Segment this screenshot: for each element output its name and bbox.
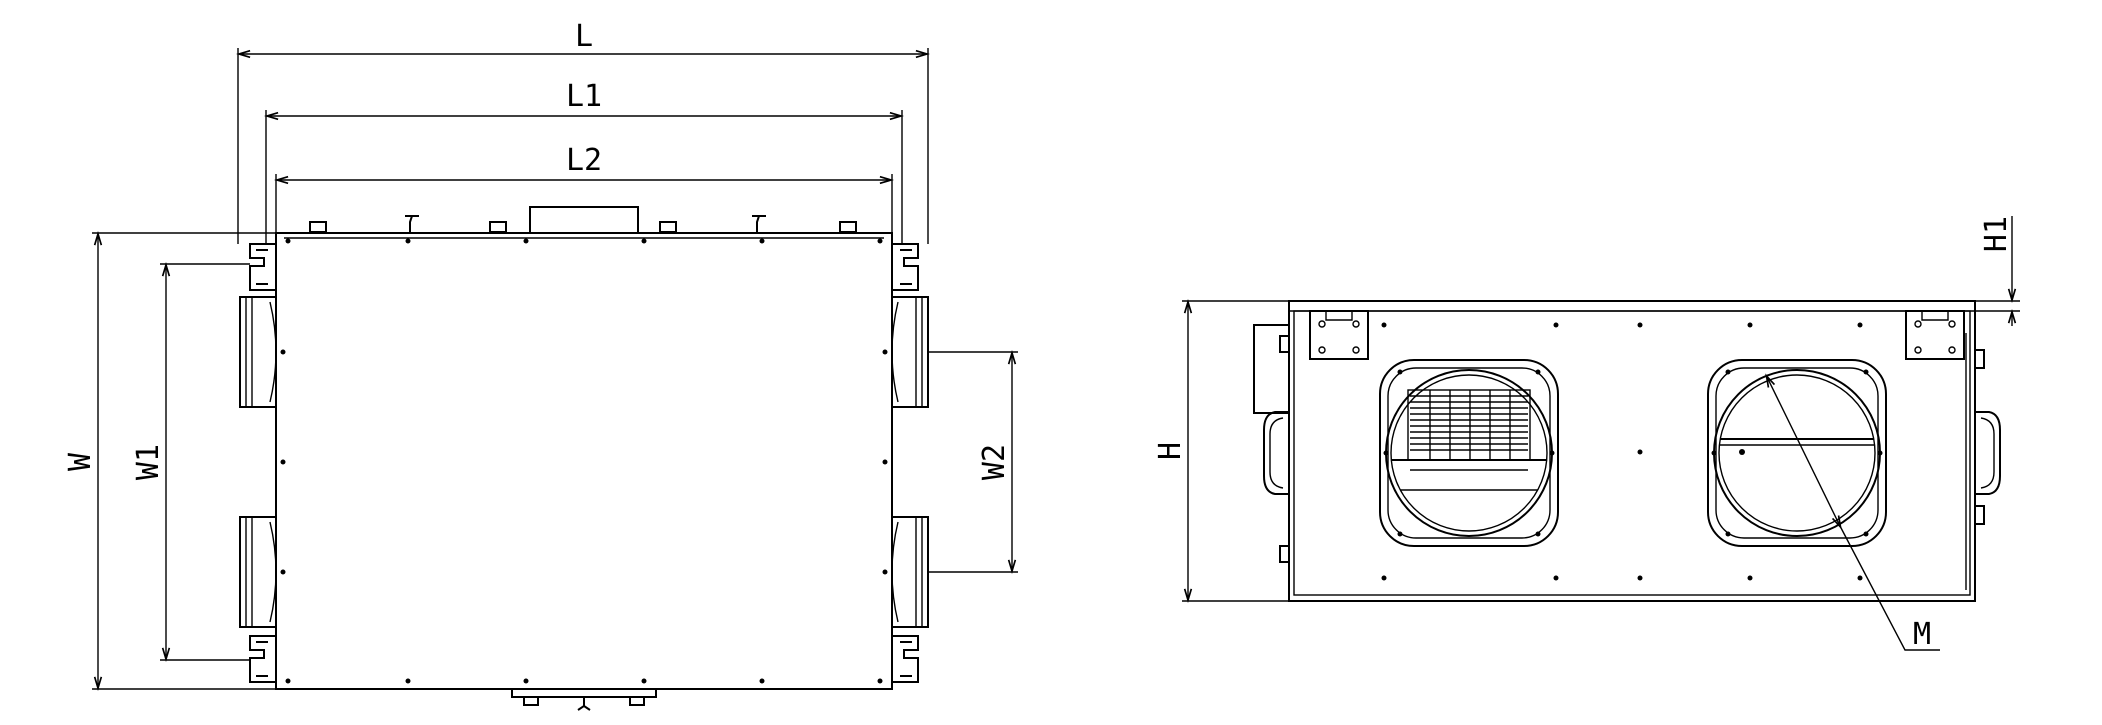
front-view-body [1288, 300, 1976, 602]
left-duct-collars [239, 296, 277, 628]
dimension-L: L [238, 19, 928, 244]
blower-fins [1410, 390, 1528, 460]
dim-label-H1: H1 [1979, 216, 2014, 252]
dim-label-L: L [575, 19, 593, 54]
top-knobs [309, 215, 857, 233]
dim-label-L2: L2 [566, 143, 602, 178]
dimension-L2: L2 [276, 143, 892, 233]
right-duct-collars [891, 296, 929, 628]
dim-label-W1: W1 [131, 444, 166, 480]
dimension-H1: H1 [1975, 216, 2020, 326]
bottom-knobs [511, 688, 657, 711]
top-view-body [275, 232, 893, 690]
front-view-rivets [1381, 322, 1863, 581]
dim-label-L1: L1 [566, 79, 602, 114]
duct-opening-right [1707, 359, 1887, 547]
dimension-W2: W2 [928, 352, 1018, 572]
dimension-L1: L1 [266, 79, 902, 244]
mounting-brackets [249, 243, 919, 683]
dimension-W1: W1 [131, 264, 250, 660]
dim-label-H: H [1153, 442, 1188, 460]
top-junction-box [529, 206, 639, 234]
dimension-W: W [63, 233, 276, 689]
dimension-M: M [1767, 377, 1940, 652]
dim-label-W: W [63, 452, 98, 471]
dimension-H: H [1153, 301, 1289, 601]
fan-opening-left [1379, 359, 1559, 547]
dim-label-W2: W2 [977, 444, 1012, 480]
front-brackets [1309, 310, 1965, 360]
front-view: H H1 M [1153, 216, 2020, 652]
dim-label-M: M [1913, 617, 1931, 652]
top-view-rivets [280, 238, 888, 684]
top-view: L L1 L2 W W1 [63, 19, 1018, 711]
